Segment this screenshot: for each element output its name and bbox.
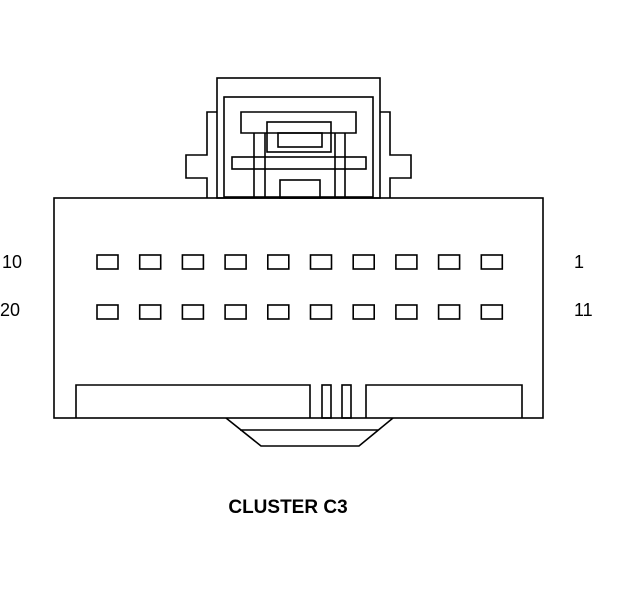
pin-cavity [437, 254, 461, 270]
pin-cavity [96, 254, 119, 270]
pin-cavity [181, 304, 205, 320]
latch-window [277, 132, 323, 148]
bottom-rail-left [75, 384, 311, 418]
pin-cavity [437, 304, 461, 320]
bottom-rail-right [365, 384, 523, 418]
pin-label-11: 11 [574, 300, 593, 320]
pin-cavity [224, 304, 247, 320]
latch-crossbar [231, 156, 367, 170]
key-slot-right [341, 384, 352, 419]
pin-cavity [480, 254, 504, 270]
pin-cavity [480, 304, 504, 320]
latch-lever [240, 111, 357, 134]
right-ear [380, 111, 412, 198]
bottom-tab [225, 417, 394, 447]
pin-cavity [309, 254, 333, 270]
pin-cavity [96, 304, 119, 320]
pin-cavity [266, 254, 290, 270]
left-ear [185, 111, 217, 198]
pin-cavity [181, 254, 205, 270]
pin-cavity [395, 254, 418, 270]
connector-body [53, 197, 544, 419]
pin-cavity [352, 304, 376, 320]
pin-cavity [395, 304, 418, 320]
pin-label-20: 20 [0, 300, 21, 320]
latch-key [279, 179, 321, 199]
pin-cavity [309, 304, 333, 320]
pin-cavity [138, 254, 162, 270]
latch-housing-inner [223, 96, 374, 198]
pin-cavity [138, 304, 162, 320]
pin-label-10: 10 [2, 252, 23, 272]
pin-cavities [96, 254, 504, 320]
key-slot-left [321, 384, 332, 419]
pin-label-1: 1 [574, 252, 585, 272]
pin-cavity [352, 254, 376, 270]
pin-cavity [224, 254, 247, 270]
pin-cavity [266, 304, 290, 320]
connector-caption: CLUSTER C3 [228, 497, 348, 518]
latch-bar [266, 121, 332, 153]
